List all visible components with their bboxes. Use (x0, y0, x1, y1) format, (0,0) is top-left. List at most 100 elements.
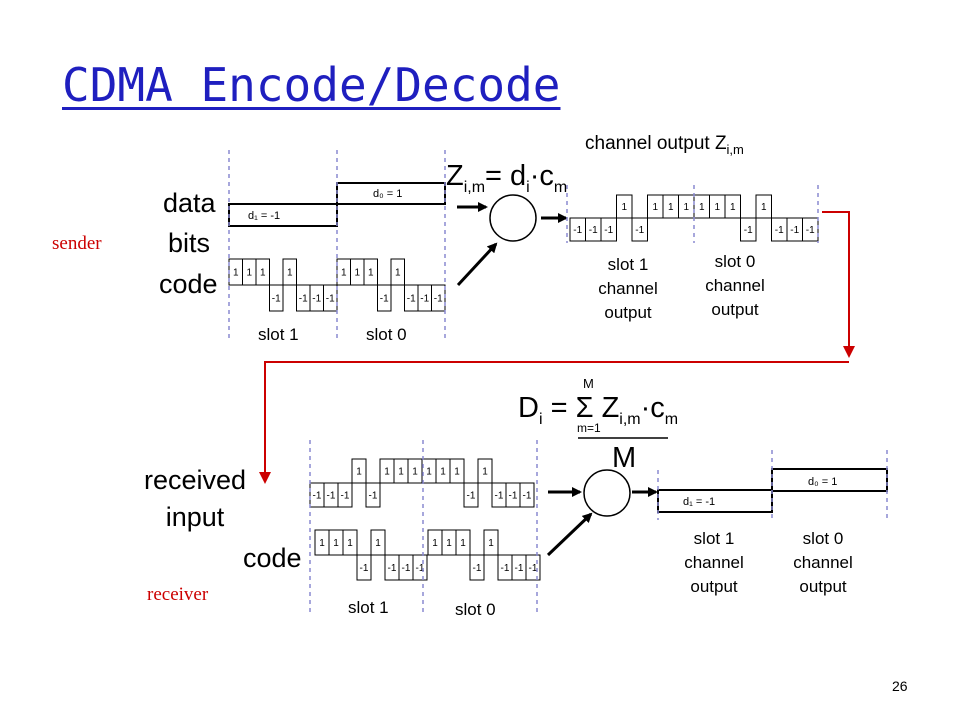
receiver-slot1-label: slot 1 (348, 598, 389, 617)
sender-output-chip-bar (724, 194, 741, 219)
receiver-code-slot1-chip-value: 1 (319, 538, 325, 549)
receiver-code-slot1-chip-bar (342, 529, 358, 556)
sender-code-slot1-chip-value: 1 (260, 268, 266, 279)
sender-output-chip-value: 1 (683, 202, 689, 213)
receiver-input-chip-bar (365, 482, 381, 508)
receiver-code-slot0-chip-value: -1 (529, 563, 538, 574)
sender-output-chip-bar (616, 194, 633, 219)
receiver-code-slot0-chip-bar (455, 529, 471, 556)
receiver-code-slot1-chip-value: -1 (402, 563, 411, 574)
receiver-input-chip-bar (337, 482, 353, 508)
sender-code-slot1-chip-value: -1 (272, 294, 281, 305)
sender-code-slot0-chip-value: -1 (434, 294, 443, 305)
receiver-code-slot1-chip-bar (370, 529, 386, 556)
receiver-slot1-output-label: slot 1 channel output (684, 529, 744, 596)
receiver-input-chip-value: -1 (313, 491, 322, 502)
receiver-input-chip-value: -1 (495, 491, 504, 502)
sender-output-chip-value: -1 (604, 225, 613, 236)
receiver-input-chip-bar (477, 458, 493, 484)
sender-output-chip-value: 1 (730, 202, 736, 213)
red-connector-right (822, 211, 855, 358)
channel-output-label: channel output Zi,m (585, 133, 744, 157)
sender-code-slot1-chip-value: 1 (287, 268, 293, 279)
receiver-label: receiver (147, 584, 209, 605)
receiver-d0-label: d₀ = 1 (808, 476, 837, 488)
receiver-input-chip-value: 1 (412, 467, 418, 478)
code-label: code (159, 269, 218, 299)
receiver-d0-box (771, 468, 888, 492)
receiver-input-chip-bar (519, 482, 535, 508)
sender-code-slot1-chip-bar (282, 258, 297, 286)
sender-output-chip-bar (600, 217, 617, 242)
sender-output-chip-bar (631, 217, 648, 242)
sender-code-arrow (456, 242, 498, 287)
receiver-code-slot0-chip-value: 1 (446, 538, 452, 549)
sender-output-chip-value: -1 (744, 225, 753, 236)
sender-d1-box (228, 203, 338, 227)
sigma-lower-limit: m=1 (577, 421, 601, 435)
receiver-code-slot0-chip-value: -1 (501, 563, 510, 574)
slot-divider-lines (228, 150, 888, 615)
receiver-multiplier-circle (583, 469, 631, 517)
page-number: 26 (892, 678, 908, 694)
receiver-code-slot0-chip-value: -1 (515, 563, 524, 574)
sender-output-chip-value: -1 (775, 225, 784, 236)
receiver-input-chip-bar (351, 458, 367, 484)
sender-code-slot0-chip-value: 1 (354, 268, 360, 279)
receiver-code-slot1-chip-bar (356, 554, 372, 581)
sender-output-chip-bar (740, 217, 757, 242)
receiver-code-slot1-chip-value: -1 (360, 563, 369, 574)
receiver-code-slot1-chip-value: -1 (416, 563, 425, 574)
sender-slot0-label: slot 0 (366, 325, 407, 344)
receiver-code-slot1-chip-value: 1 (375, 538, 381, 549)
sender-output-chip-value: -1 (790, 225, 799, 236)
sender-d0-label: d₀ = 1 (373, 188, 402, 200)
receiver-input-chip-value: -1 (467, 491, 476, 502)
sender-output-chip-value: -1 (573, 225, 582, 236)
sender-output-chip-value: -1 (635, 225, 644, 236)
sender-code-slot0-chip-bar (390, 258, 405, 286)
receiver-d1-label: d₁ = -1 (683, 496, 715, 508)
sigma-symbol: Σ (575, 392, 594, 424)
sender-code-slot1-chip-value: -1 (326, 294, 335, 305)
sender-slot1-output-label: slot 1 channel output (598, 255, 658, 322)
receiver-code-slot1-chip-value: 1 (347, 538, 353, 549)
receiver-input-chip-value: 1 (426, 467, 432, 478)
sender-multiplier-circle (489, 194, 537, 242)
receiver-code-slot1-chip-value: -1 (388, 563, 397, 574)
receiver-input-chip-bar (463, 482, 479, 508)
receiver-output-waveform: d₁ = -1 d₀ = 1 (657, 468, 888, 513)
sender-code-slot0-chip-value: 1 (341, 268, 347, 279)
sender-output-chip-value: -1 (806, 225, 815, 236)
receiver-code-slot0-chip-value: 1 (460, 538, 466, 549)
sender-code-slot0-chip-bar (377, 284, 392, 312)
sender-code-slot1-chip-bar (255, 258, 270, 286)
sender-d1-label: d₁ = -1 (248, 210, 280, 222)
received-input-label: received input (143, 465, 247, 532)
sender-code-slot0-chip-value: -1 (420, 294, 429, 305)
receiver-code-label: code (243, 543, 302, 573)
sender-output-chip-value: -1 (589, 225, 598, 236)
sender-code-slot0-chip-value: 1 (395, 268, 401, 279)
receiver-code-slot1-chip-value: 1 (333, 538, 339, 549)
receiver-input-chip-value: 1 (440, 467, 446, 478)
receiver-input-chip-bar (449, 458, 465, 484)
sender-output-chip-bar (755, 194, 772, 219)
receiver-code-slot0-chip-bar (469, 554, 485, 581)
sigma-upper-limit: M (583, 376, 594, 391)
sender-label: sender (52, 233, 102, 254)
data-label: data (163, 188, 216, 218)
sender-data-waveform: d₁ = -1 d₀ = 1 (228, 182, 446, 227)
sender-code-slot1-chip-value: 1 (233, 268, 239, 279)
sender-output-chip-value: 1 (699, 202, 705, 213)
receiver-code-arrow (546, 512, 593, 557)
sender-code-slot1-chip-value: -1 (312, 294, 321, 305)
receiver-input-chip-value: -1 (341, 491, 350, 502)
sender-output-chip-bar (802, 217, 819, 242)
